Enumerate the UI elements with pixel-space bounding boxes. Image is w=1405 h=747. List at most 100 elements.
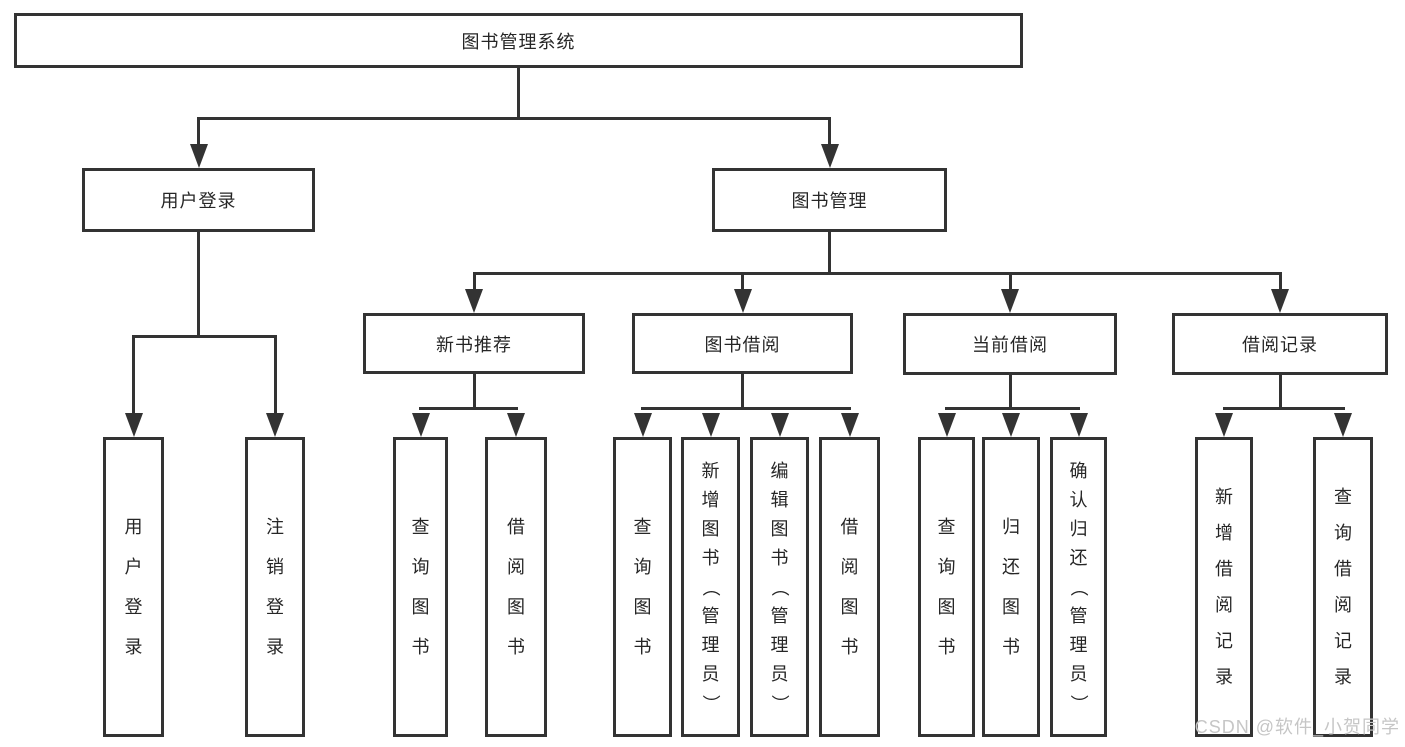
vertical-char: 销 — [266, 557, 284, 577]
node-root-label: 图书管理系统 — [461, 31, 576, 52]
connector-user-login-drop — [197, 117, 200, 147]
vertical-char: 借 — [507, 517, 525, 537]
leaf-add-books-admin: 新增图书（管理员） — [681, 437, 740, 737]
vertical-char: 编 — [770, 461, 789, 481]
vertical-char: 记 — [1334, 631, 1352, 651]
vertical-char: 书 — [507, 637, 525, 657]
node-book-borrowing-label: 图书借阅 — [704, 334, 781, 355]
connector-user-login-rail — [132, 335, 277, 338]
arrowhead-user-login-icon — [189, 144, 208, 168]
connector-login-leaf-drop — [132, 335, 135, 415]
vertical-char: 借 — [840, 517, 859, 537]
vertical-char: 还 — [1002, 557, 1020, 577]
node-book-borrowing: 图书借阅 — [632, 313, 853, 374]
connector-current-borrow-drop — [1008, 272, 1012, 292]
vertical-char: 员 — [701, 664, 720, 684]
vertical-char: 图 — [1002, 597, 1020, 617]
arrowhead-leaf-icon — [633, 413, 652, 437]
vertical-char: 增 — [701, 490, 720, 510]
vertical-char: 查 — [411, 517, 430, 537]
vertical-char: 图 — [770, 519, 789, 539]
vertical-char: 图 — [633, 597, 652, 617]
connector-book-borrow-rail — [641, 407, 851, 410]
arrowhead-leaf-icon — [411, 413, 430, 437]
connector-new-book-drop — [472, 272, 476, 292]
vertical-char: 录 — [266, 637, 284, 657]
arrowhead-leaf-icon — [937, 413, 956, 437]
leaf-query-books-3: 查询图书 — [918, 437, 975, 737]
vertical-char: 图 — [701, 519, 720, 539]
vertical-char: 登 — [266, 597, 284, 617]
vertical-char: 录 — [1215, 667, 1233, 687]
vertical-char: 认 — [1069, 490, 1088, 510]
vertical-char: 管 — [701, 606, 720, 626]
connector-borrow-record-rail — [1222, 407, 1345, 410]
connector-user-login-stem — [197, 232, 200, 338]
leaf-add-borrow-record: 新增借阅记录 — [1195, 437, 1253, 737]
vertical-char: 查 — [937, 517, 956, 537]
vertical-char: 查 — [633, 517, 652, 537]
connector-level2-rail — [472, 272, 1282, 275]
arrowhead-leaf-icon — [507, 413, 525, 437]
vertical-char: 理 — [1069, 635, 1088, 655]
connector-borrow-record-stem — [1278, 375, 1282, 410]
arrowhead-leaf-icon — [1002, 413, 1020, 437]
arrowhead-login-leaf-icon — [124, 413, 143, 437]
node-user-login: 用户登录 — [82, 168, 315, 232]
arrowhead-leaf-icon — [840, 413, 859, 437]
arrowhead-logout-leaf-icon — [266, 413, 284, 437]
arrowhead-borrow-record-icon — [1271, 289, 1289, 313]
vertical-char: 书 — [411, 637, 430, 657]
connector-current-borrow-stem — [1008, 375, 1012, 410]
vertical-char: 录 — [124, 637, 143, 657]
leaf-confirm-return-admin: 确认归还（管理员） — [1050, 437, 1107, 737]
vertical-char: 管 — [770, 606, 789, 626]
vertical-char: ） — [1068, 694, 1089, 712]
arrowhead-leaf-icon — [1334, 413, 1352, 437]
vertical-char: 登 — [124, 597, 143, 617]
vertical-char: （ — [1068, 578, 1089, 596]
node-new-book-recommend-label: 新书推荐 — [436, 334, 512, 355]
vertical-char: 询 — [1334, 523, 1352, 543]
arrowhead-new-book-icon — [465, 289, 483, 313]
node-current-borrowing: 当前借阅 — [903, 313, 1117, 375]
vertical-char: 归 — [1002, 517, 1020, 537]
vertical-char: 图 — [840, 597, 859, 617]
connector-root-stem — [517, 68, 520, 120]
arrowhead-current-borrow-icon — [1001, 289, 1019, 313]
arrowhead-leaf-icon — [770, 413, 789, 437]
vertical-char: 录 — [1334, 667, 1352, 687]
leaf-borrow-books-2: 借阅图书 — [819, 437, 880, 737]
connector-book-mgmt-stem — [828, 232, 831, 275]
connector-book-borrow-drop — [741, 272, 744, 292]
vertical-char: 增 — [1215, 523, 1233, 543]
vertical-char: 员 — [770, 664, 789, 684]
node-new-book-recommend: 新书推荐 — [363, 313, 585, 374]
vertical-char: 阅 — [507, 557, 525, 577]
vertical-char: 询 — [411, 557, 430, 577]
vertical-char: ） — [769, 694, 790, 712]
vertical-char: 理 — [701, 635, 720, 655]
vertical-char: 书 — [633, 637, 652, 657]
vertical-char: 注 — [266, 517, 284, 537]
connector-current-borrow-rail — [945, 407, 1080, 410]
arrowhead-leaf-icon — [701, 413, 720, 437]
vertical-char: 阅 — [1215, 595, 1233, 615]
node-root: 图书管理系统 — [14, 13, 1023, 68]
leaf-logout: 注销登录 — [245, 437, 305, 737]
vertical-char: 借 — [1215, 559, 1233, 579]
connector-logout-leaf-drop — [273, 335, 277, 415]
vertical-char: 理 — [770, 635, 789, 655]
connector-level1-rail — [197, 117, 831, 120]
vertical-char: 图 — [937, 597, 956, 617]
vertical-char: 还 — [1069, 548, 1088, 568]
vertical-char: 图 — [507, 597, 525, 617]
connector-book-mgmt-drop — [828, 117, 831, 147]
leaf-query-books-2: 查询图书 — [613, 437, 672, 737]
vertical-char: 阅 — [1334, 595, 1352, 615]
leaf-query-borrow-record: 查询借阅记录 — [1313, 437, 1373, 737]
vertical-char: 书 — [701, 548, 720, 568]
leaf-return-books: 归还图书 — [982, 437, 1040, 737]
vertical-char: 户 — [124, 557, 143, 577]
